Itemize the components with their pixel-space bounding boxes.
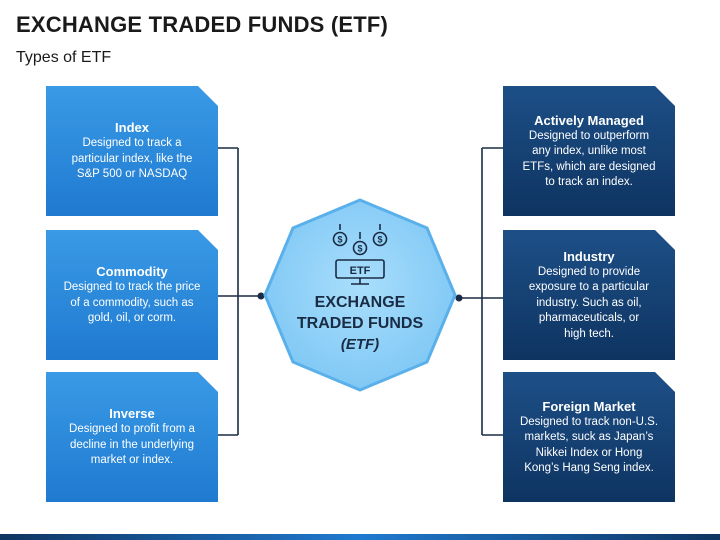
card-description: Designed to track non-U.S. markets, suck… bbox=[520, 415, 658, 477]
card-title: Index bbox=[115, 120, 149, 136]
card-desc-line: market or index. bbox=[90, 454, 174, 467]
card-description: Designed to outperform any index, unlike… bbox=[523, 129, 656, 191]
center-label: EXCHANGE TRADED FUNDS (ETF) bbox=[263, 292, 457, 355]
card-index: Index Designed to track a particular ind… bbox=[46, 86, 218, 216]
card-title: Commodity bbox=[96, 264, 168, 280]
card-desc-line: Designed to track a bbox=[82, 137, 182, 150]
card-desc-line: Designed to profit from a bbox=[69, 423, 195, 436]
card-desc-line: Nikkei Index or Hong bbox=[535, 446, 643, 459]
card-desc-line: any index, unlike most bbox=[532, 145, 646, 157]
card-foreign-market: Foreign Market Designed to track non-U.S… bbox=[503, 372, 675, 502]
page-subtitle: Types of ETF bbox=[16, 49, 112, 66]
coin-dollar-sign: $ bbox=[377, 235, 382, 245]
center-line-2: TRADED FUNDS bbox=[296, 315, 424, 332]
center-octagon: $ $ $ ETF bbox=[263, 198, 457, 392]
center-line-3: (ETF) bbox=[340, 336, 380, 353]
left-connector-dot bbox=[257, 292, 265, 300]
card-desc-line: decline in the underlying bbox=[69, 438, 194, 451]
card-desc-line: to track an index. bbox=[545, 176, 633, 188]
bottom-accent-bar bbox=[0, 534, 720, 540]
card-desc-line: Designed to track non-U.S. bbox=[519, 415, 659, 428]
card-actively-managed: Actively Managed Designed to outperform … bbox=[503, 86, 675, 216]
card-desc-line: industry. Such as oil, bbox=[536, 296, 642, 309]
card-description: Designed to track a particular index, li… bbox=[72, 136, 193, 183]
card-desc-line: Kong’s Hang Seng index. bbox=[524, 462, 654, 474]
card-desc-line: high tech. bbox=[564, 327, 614, 340]
icon-etf-label: ETF bbox=[350, 265, 371, 277]
card-description: Designed to provide exposure to a partic… bbox=[529, 265, 649, 343]
coin-dollar-sign: $ bbox=[357, 244, 362, 254]
card-title: Inverse bbox=[109, 406, 155, 422]
card-desc-line: gold, oil, or corm. bbox=[87, 312, 177, 325]
coin-dollar-sign: $ bbox=[337, 235, 342, 245]
card-description: Designed to track the price of a commodi… bbox=[64, 280, 201, 327]
center-line-1: EXCHANGE bbox=[314, 294, 406, 311]
card-industry: Industry Designed to provide exposure to… bbox=[503, 230, 675, 360]
card-title: Foreign Market bbox=[542, 398, 636, 414]
card-desc-line: markets, suck as Japan’s bbox=[524, 431, 654, 443]
card-desc-line: Designed to track the price bbox=[63, 281, 201, 294]
right-connector-dot bbox=[455, 294, 463, 302]
card-desc-line: ETFs, which are designed bbox=[522, 160, 656, 173]
card-commodity: Commodity Designed to track the price of… bbox=[46, 230, 218, 360]
card-desc-line: S&P 500 or NASDAQ bbox=[76, 168, 188, 181]
card-description: Designed to profit from a decline in the… bbox=[69, 422, 195, 469]
card-desc-line: Designed to provide bbox=[537, 265, 641, 278]
money-monitor-icon bbox=[332, 224, 388, 285]
card-title: Actively Managed bbox=[534, 112, 644, 128]
card-desc-line: pharmaceuticals, or bbox=[538, 312, 640, 325]
card-inverse: Inverse Designed to profit from a declin… bbox=[46, 372, 218, 502]
card-desc-line: of a commodity, such as bbox=[70, 296, 194, 309]
card-title: Industry bbox=[563, 248, 615, 264]
page-title: EXCHANGE TRADED FUNDS (ETF) bbox=[16, 12, 389, 37]
card-desc-line: particular index, like the bbox=[71, 152, 193, 165]
card-desc-line: exposure to a particular bbox=[528, 281, 650, 294]
card-desc-line: Designed to outperform bbox=[528, 129, 650, 142]
